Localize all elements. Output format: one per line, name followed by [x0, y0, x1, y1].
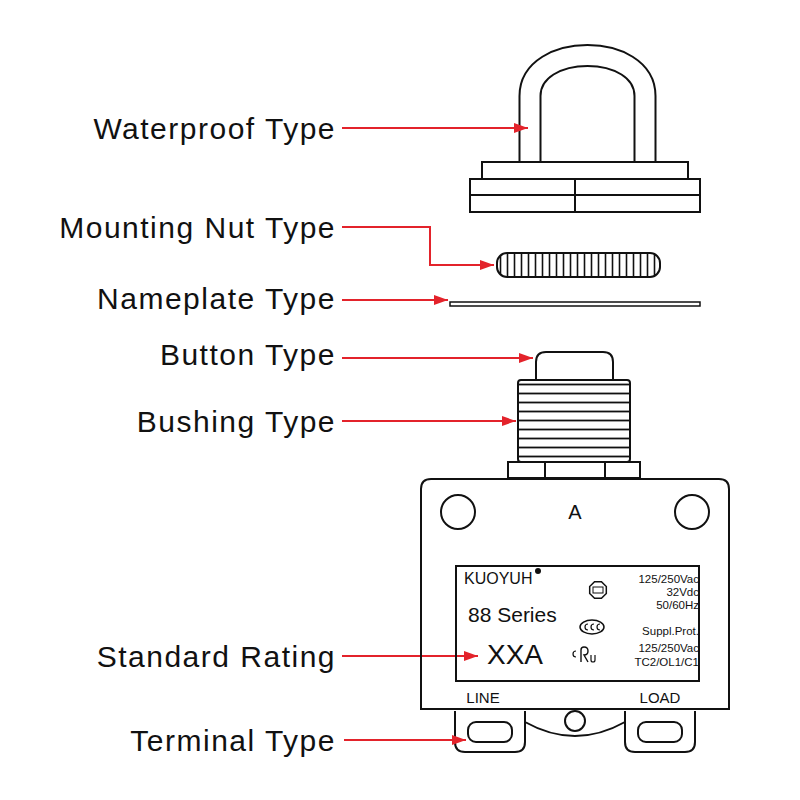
mounting-hole: [441, 495, 475, 529]
leader-arrow: [342, 227, 494, 265]
cert-mark: [591, 655, 595, 662]
mounting-hole: [675, 495, 709, 529]
terminal-slot: [638, 722, 682, 742]
brand-dot: [535, 568, 541, 574]
cert-mark: [585, 624, 588, 630]
bushing-base: [508, 462, 640, 478]
reset-button: [536, 352, 613, 381]
terminal-tab: [625, 711, 695, 752]
bushing-thread: [518, 380, 630, 462]
terminal-boss: [525, 711, 625, 736]
cert-mark: [581, 647, 588, 662]
cap-flange: [482, 162, 688, 179]
cert-mark: [573, 651, 576, 657]
leader-arrow: [342, 655, 478, 657]
part-label: Terminal Type: [130, 724, 336, 757]
cert-mark: [590, 582, 607, 599]
voltage-rating: 32Vdc: [666, 587, 699, 599]
terminal-tab: [455, 711, 525, 752]
test-code: TC2/OL1/C1: [634, 657, 699, 669]
terminal-hole: [565, 711, 585, 731]
rating-letter: A: [568, 502, 581, 522]
part-label: Nameplate Type: [97, 282, 336, 315]
part-label: Mounting Nut Type: [59, 211, 336, 244]
threaded-bushing: [508, 380, 640, 478]
bushing-base-line: [604, 462, 606, 478]
cert-mark: [591, 624, 594, 630]
cert-mark: [593, 587, 603, 593]
cert-mark: [580, 620, 604, 634]
part-label: Bushing Type: [137, 405, 336, 438]
frequency-rating: 50/60Hz: [656, 600, 699, 612]
current-rating: XXA: [487, 641, 543, 669]
nameplate-panel: KUOYUH88 SeriesXXA125/250Vac32Vdc50/60Hz…: [455, 565, 700, 682]
bushing-base-line: [544, 462, 546, 478]
leader-arrow: [342, 127, 528, 129]
terminal-name: LINE: [466, 690, 499, 705]
breaker-body: ALINELOADKUOYUH88 SeriesXXA125/250Vac32V…: [420, 478, 730, 710]
body-outline: [421, 479, 729, 709]
leader-arrow: [342, 420, 516, 422]
cap-seam: [574, 179, 576, 212]
cap-flange: [470, 179, 700, 195]
series-name: 88 Series: [468, 604, 557, 625]
voltage-rating: 125/250Vac: [638, 643, 699, 655]
cap-arch-fill: [530, 56, 645, 169]
terminal-name: LOAD: [640, 690, 681, 705]
part-label: Standard Rating: [97, 640, 336, 673]
brand-name: KUOYUH: [464, 571, 532, 587]
waterproof-cap: [470, 56, 700, 213]
nameplate-sheet: [450, 302, 700, 306]
leader-arrow: [344, 739, 466, 741]
voltage-rating: 125/250Vac: [638, 574, 699, 586]
leader-arrow: [342, 357, 533, 359]
mounting-nut: [497, 253, 660, 277]
terminals: [455, 711, 695, 752]
terminal-slot: [468, 722, 512, 742]
part-label: Button Type: [160, 338, 336, 371]
leader-arrow: [342, 299, 448, 301]
cert-mark: [597, 624, 600, 630]
part-label: Waterproof Type: [93, 112, 336, 145]
cap-flange: [470, 195, 700, 212]
protection-class: Suppl.Prot.: [642, 626, 699, 638]
